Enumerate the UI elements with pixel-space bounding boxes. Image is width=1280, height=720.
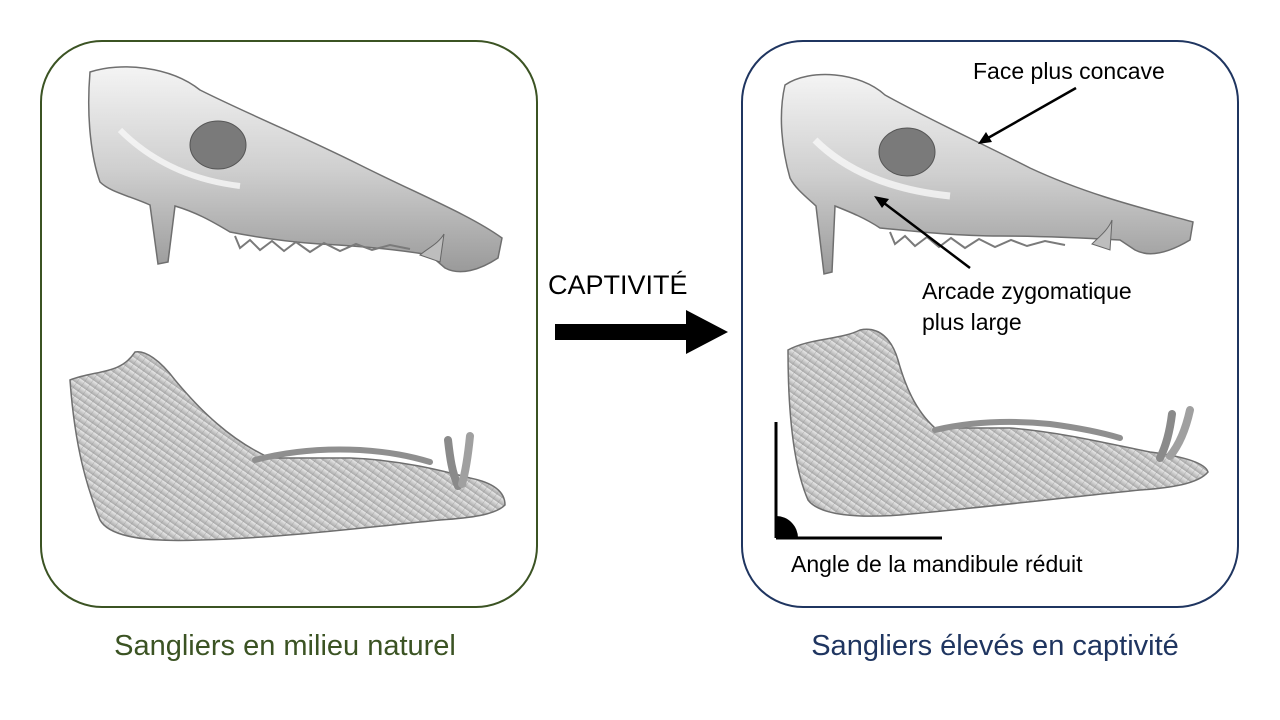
face-annotation: Face plus concave xyxy=(973,58,1165,84)
natural-mandible xyxy=(69,351,506,542)
captive-mandible xyxy=(787,328,1209,517)
natural-skull xyxy=(88,66,503,273)
captive-skull xyxy=(780,73,1194,275)
zygomatic-pointer-arrow xyxy=(874,196,971,269)
zygomatic-annotation-line2: plus large xyxy=(922,309,1022,335)
mandible-angle-annotation: Angle de la mandibule réduit xyxy=(791,551,1083,577)
natural-caption: Sangliers en milieu naturel xyxy=(114,630,456,662)
face-pointer-arrow xyxy=(978,86,1077,144)
zygomatic-annotation-line1: Arcade zygomatique xyxy=(922,278,1132,304)
captive-caption: Sangliers élevés en captivité xyxy=(811,630,1179,662)
captivity-label: CAPTIVITÉ xyxy=(548,270,688,300)
mandible-angle-marker xyxy=(774,422,942,540)
captivity-arrow-icon xyxy=(555,310,728,354)
